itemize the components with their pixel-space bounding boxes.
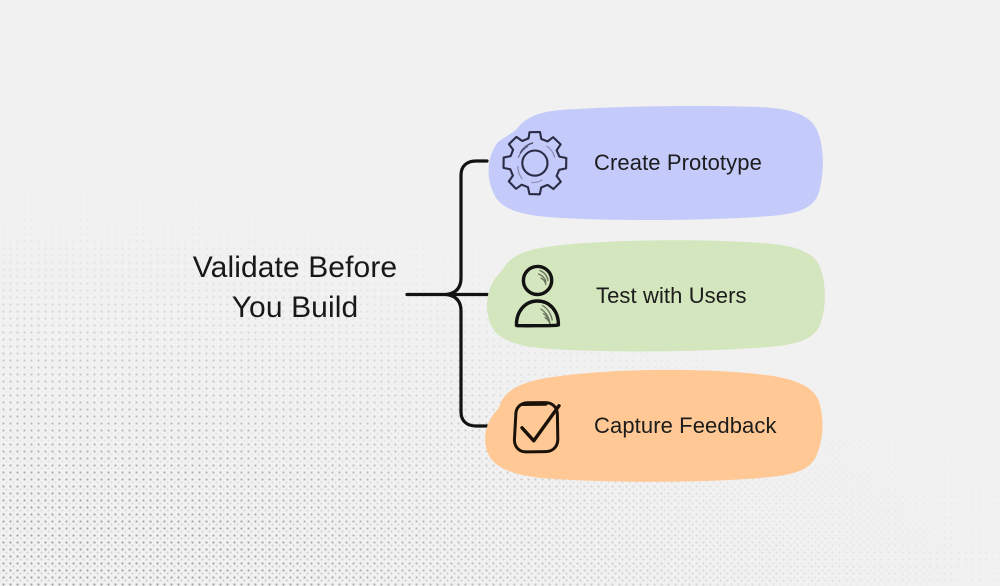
root-node-label: Validate Before You Build bbox=[192, 251, 398, 324]
branch-node-create-prototype[interactable]: Create Prototype bbox=[470, 100, 830, 225]
branch-node-test-with-users[interactable]: Test with Users bbox=[470, 233, 830, 358]
person-icon bbox=[504, 259, 570, 333]
branch-label-test-with-users: Test with Users bbox=[596, 282, 747, 308]
branch-blob-shape bbox=[487, 240, 825, 352]
gear-icon bbox=[498, 126, 572, 200]
root-node[interactable]: Validate Before You Build bbox=[150, 248, 440, 328]
checkbox-check-icon bbox=[502, 389, 572, 463]
branch-node-capture-feedback[interactable]: Capture Feedback bbox=[470, 363, 830, 488]
branch-blob-shape bbox=[488, 105, 823, 221]
branch-label-capture-feedback: Capture Feedback bbox=[594, 412, 777, 438]
branch-blob-shape bbox=[485, 369, 823, 482]
branch-label-create-prototype: Create Prototype bbox=[594, 149, 762, 175]
